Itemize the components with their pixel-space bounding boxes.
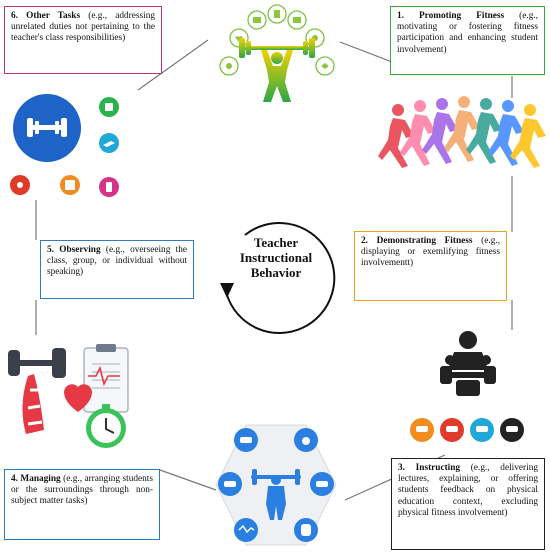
category-description: (e.g., delivering lectures, explaining, … [398,463,538,518]
dumbbell-circle-icon [10,94,119,197]
runners-icon [378,96,546,168]
weightlifter-icon [219,4,335,102]
center-title: Teacher Instructional Behavior [236,235,316,280]
category-description: (e.g., overseeing the class, group, or i… [47,245,188,278]
category-description: (e.g., addressing unrelated duties not p… [11,11,155,44]
category-description: (e.g., arranging students or the surroun… [11,474,154,507]
center-title-line3: Behavior [250,265,302,280]
category-box-observing: 5. Observing (e.g., overseeing the class… [40,240,194,299]
category-box-instructing: 3. Instructing (e.g., delivering lecture… [391,458,545,550]
category-title: 2. Demonstrating Fitness [361,236,473,246]
cycle-arrow-icon [220,221,336,334]
category-description: (e.g., displaying or exemlifying fitness… [361,236,501,269]
category-box-promoting-fitness: 1. Promoting Fitness (e.g., motivating o… [390,6,545,75]
category-title: 6. Other Tasks [11,11,81,21]
meeting-icon [410,331,524,442]
category-title: 5. Observing [47,245,101,255]
center-title-line1: Teacher [253,235,299,250]
category-box-other-tasks: 6. Other Tasks (e.g., addressing unrelat… [4,6,162,74]
category-description: (e.g., motivating or fostering fitness p… [397,11,538,55]
category-box-demonstrating-fitness: 2. Demonstrating Fitness (e.g., displayi… [354,231,507,301]
fitness-hexagon-icon [215,424,337,546]
category-title: 4. Managing [11,474,61,484]
category-title: 1. Promoting Fitness [397,11,505,21]
category-box-managing: 4. Managing (e.g., arranging students or… [4,469,160,540]
category-title: 3. Instructing [398,463,461,473]
center-title-line2: Instructional [239,250,313,265]
clipboard-dumbbell-icon [8,344,129,448]
